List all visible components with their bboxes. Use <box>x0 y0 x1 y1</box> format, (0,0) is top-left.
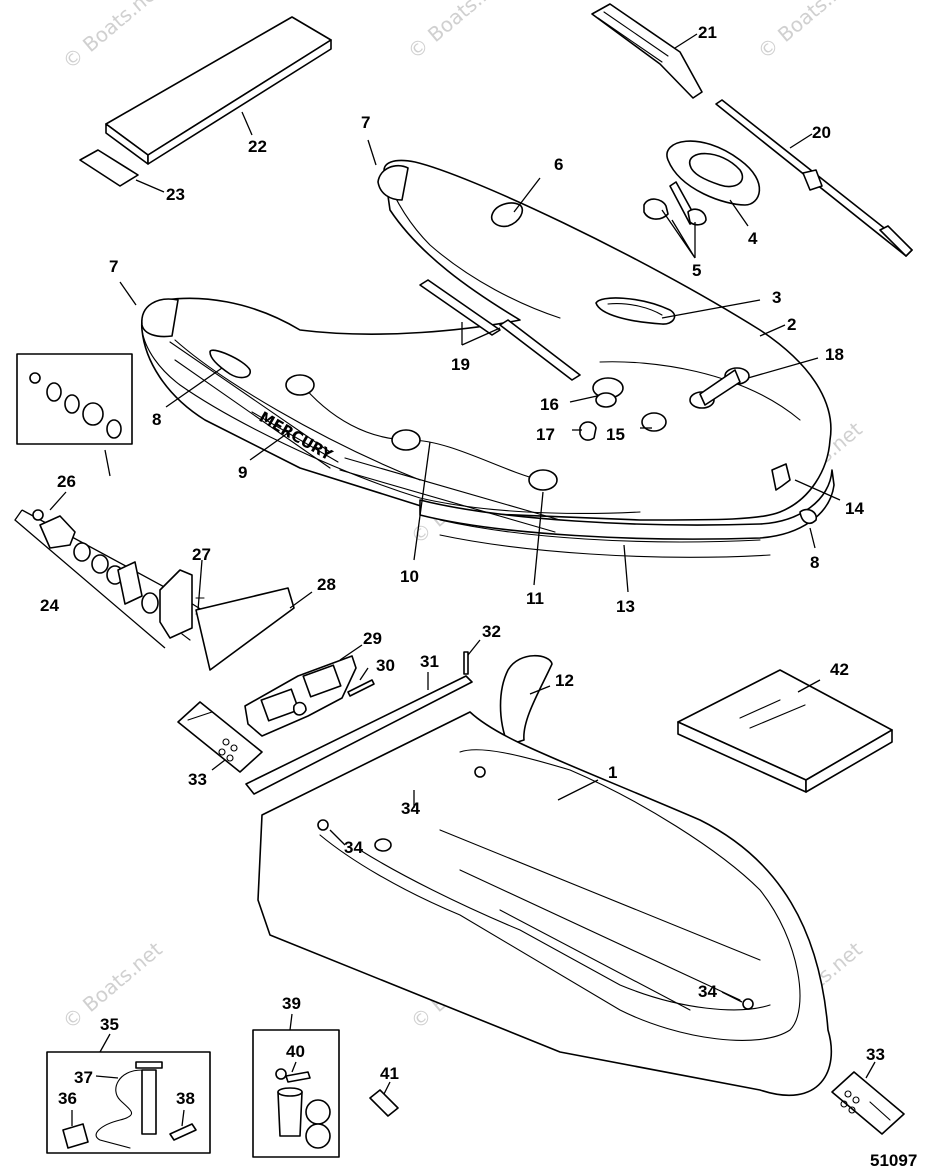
part-39-kit-box <box>252 1029 340 1158</box>
part-41-adhesive-tube <box>369 1089 399 1117</box>
callout-10: 10 <box>400 567 419 586</box>
part-14-logo <box>771 463 791 491</box>
callout-8-left: 8 <box>152 410 161 429</box>
part-28-transom-pad <box>195 587 295 671</box>
callout-32: 32 <box>482 622 501 641</box>
part-16-inflation-valve <box>592 377 624 408</box>
callout-30: 30 <box>376 656 395 675</box>
part-32-screw <box>463 651 469 675</box>
part-33-decal-sheet <box>831 1071 905 1135</box>
part-35-pump-kit <box>46 1051 211 1154</box>
callout-1: 1 <box>608 763 617 782</box>
callout-19: 19 <box>451 355 470 374</box>
part-19-strip <box>499 319 581 381</box>
callout-34-right: 34 <box>698 982 717 1001</box>
callout-33-left: 33 <box>188 770 207 789</box>
callout-27: 27 <box>192 545 211 564</box>
part-20-oar-shaft <box>715 99 913 257</box>
part-22-seat <box>105 16 332 165</box>
callout-39: 39 <box>282 994 301 1013</box>
callout-29: 29 <box>363 629 382 648</box>
part-17-valve-cap <box>579 421 597 441</box>
part-3-handle-patch <box>595 297 676 325</box>
callout-7-upper: 7 <box>361 113 370 132</box>
part-31-rail <box>245 675 473 795</box>
callout-9: 9 <box>238 463 247 482</box>
callout-42: 42 <box>830 660 849 679</box>
callout-31: 31 <box>420 652 439 671</box>
callout-38: 38 <box>176 1089 195 1108</box>
callout-2: 2 <box>787 315 796 334</box>
callout-14: 14 <box>845 499 864 518</box>
part-7-tube-end-cap <box>141 298 179 338</box>
callout-40: 40 <box>286 1042 305 1061</box>
part-34-plug <box>742 998 754 1010</box>
callout-3: 3 <box>772 288 781 307</box>
part-33-decal-sheet <box>177 701 263 773</box>
part-15-patch <box>641 412 667 432</box>
callout-8-right: 8 <box>810 553 819 572</box>
part-12-bow-cone <box>499 654 553 746</box>
callout-36: 36 <box>58 1089 77 1108</box>
watermark-text: © Boats.net <box>58 0 167 74</box>
part-1-floor-hull <box>257 711 833 1096</box>
part-23-seat-bracket <box>79 149 139 187</box>
part-26-repair-kit-box <box>16 353 133 445</box>
callout-4: 4 <box>748 229 758 248</box>
part-34-plug <box>474 766 486 778</box>
watermark-text: © Boats.net <box>403 0 512 64</box>
part-42-cover <box>677 669 893 793</box>
callout-11: 11 <box>526 589 544 608</box>
callout-22: 22 <box>248 137 267 156</box>
callout-17: 17 <box>536 425 555 444</box>
callout-34-left: 34 <box>344 838 363 857</box>
callout-26: 26 <box>57 472 76 491</box>
callout-28: 28 <box>317 575 336 594</box>
part-8-handle <box>799 508 818 525</box>
figure-number: 51097 <box>870 1151 917 1170</box>
callout-41: 41 <box>380 1064 399 1083</box>
callout-37: 37 <box>74 1068 93 1087</box>
callout-labels: 21 20 22 23 7 6 4 5 7 3 2 18 19 16 17 15… <box>40 23 885 1108</box>
callout-5: 5 <box>692 261 701 280</box>
callout-23: 23 <box>166 185 185 204</box>
part-11-line-holder <box>285 374 558 491</box>
callout-34-mid: 34 <box>401 799 420 818</box>
callout-13: 13 <box>616 597 635 616</box>
part-18-handle <box>689 367 750 409</box>
callout-33-right: 33 <box>866 1045 885 1064</box>
callout-6: 6 <box>554 155 563 174</box>
callout-35: 35 <box>100 1015 119 1034</box>
callout-18: 18 <box>825 345 844 364</box>
part-4-oarlock <box>666 140 761 206</box>
part-24-valve-kit <box>14 509 211 649</box>
part-21-oar-blade <box>591 3 703 99</box>
part-30-screw <box>347 679 375 697</box>
part-8-handle <box>209 349 251 379</box>
callout-16: 16 <box>540 395 559 414</box>
part-6-handle <box>490 202 524 228</box>
watermark-text: © Boats.net <box>753 0 862 64</box>
part-7-tube-end-cap <box>377 164 409 201</box>
part-5-oarlock-pins <box>643 181 707 226</box>
part-29-bracket <box>244 655 357 737</box>
callout-21: 21 <box>698 23 717 42</box>
leader-lines <box>49 33 876 1127</box>
callout-20: 20 <box>812 123 831 142</box>
part-34-plug <box>317 819 329 831</box>
callout-24: 24 <box>40 596 59 615</box>
callout-12: 12 <box>555 671 574 690</box>
callout-15: 15 <box>606 425 625 444</box>
part-19-strip <box>419 279 501 336</box>
part-2-inflatable-tube <box>140 159 835 558</box>
callout-7-lower: 7 <box>109 257 118 276</box>
